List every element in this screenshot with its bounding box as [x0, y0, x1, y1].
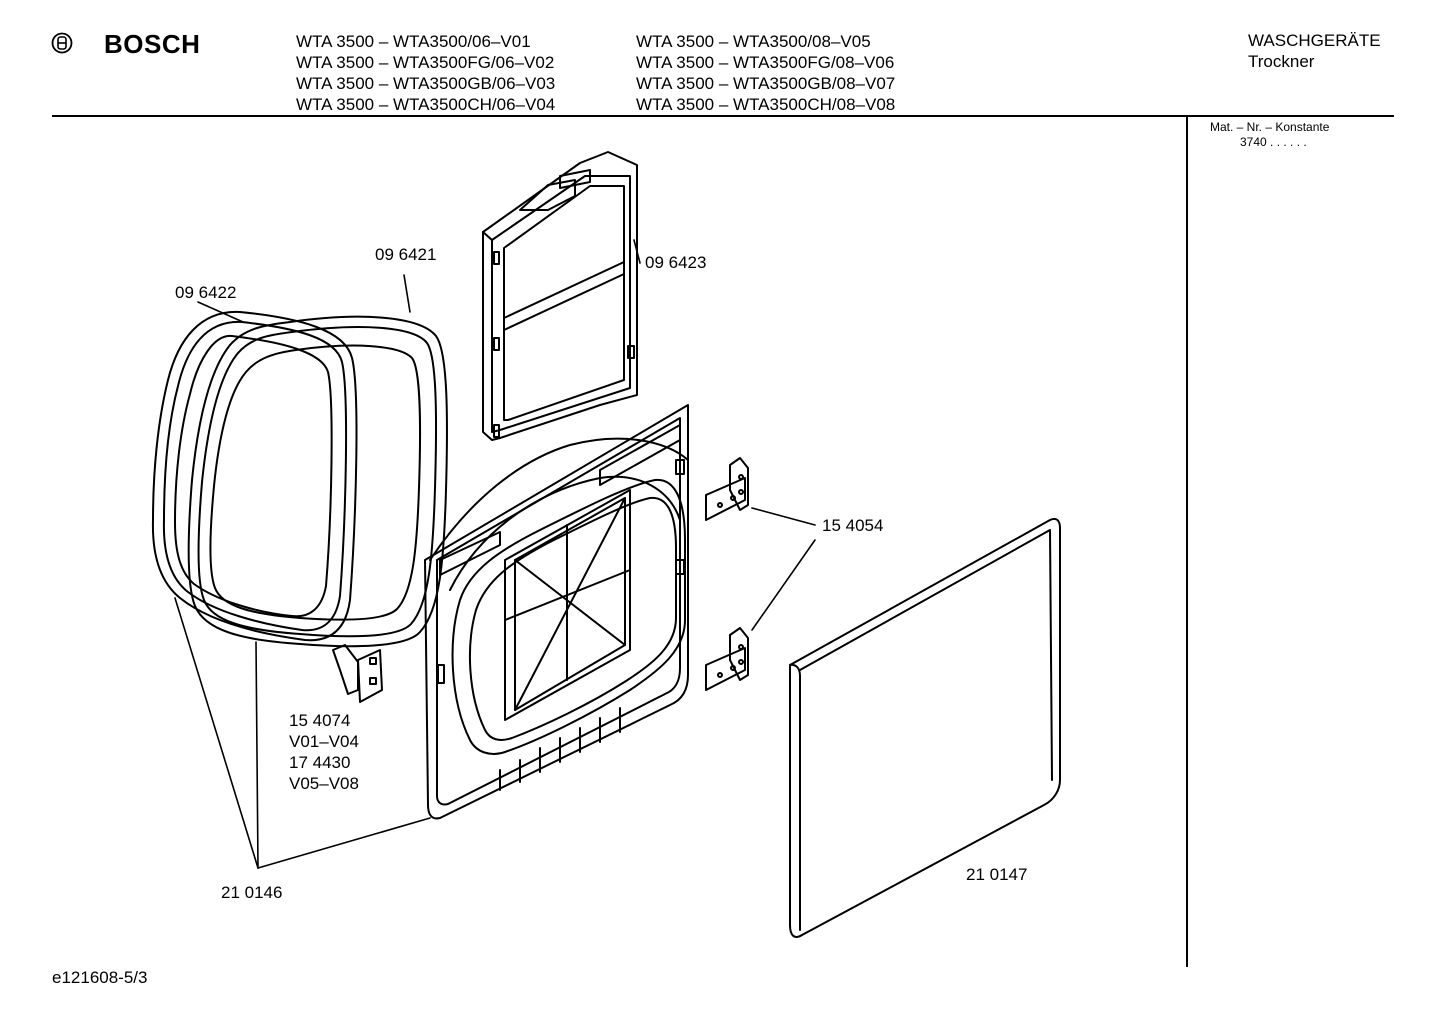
hinge-upper [705, 457, 749, 521]
door-inner-frame [424, 404, 689, 820]
model-line: WTA 3500 – WTA3500/08–V05 [636, 32, 871, 51]
model-list-left: WTA 3500 – WTA3500/06–V01 WTA 3500 – WTA… [296, 31, 555, 115]
part-label-154074: 15 4074 [289, 711, 351, 730]
bosch-logo-icon [51, 32, 73, 54]
header-divider [52, 115, 1394, 117]
part-variant-v01-v04: V01–V04 [289, 732, 359, 751]
material-number-label: Mat. – Nr. – Konstante [1210, 120, 1330, 134]
part-label-210146: 21 0146 [221, 883, 283, 902]
door-latch [332, 644, 383, 703]
hinge-lower [705, 627, 749, 691]
part-label-096422: 09 6422 [175, 283, 237, 302]
model-line: WTA 3500 – WTA3500FG/08–V06 [636, 53, 895, 72]
filter-frame [482, 151, 638, 441]
door-panel [789, 517, 1061, 938]
door-seal-outer [151, 310, 358, 642]
part-label-096423: 09 6423 [645, 253, 707, 272]
part-label-096421: 09 6421 [375, 245, 437, 264]
document-id: e121608-5/3 [52, 968, 148, 987]
model-line: WTA 3500 – WTA3500CH/06–V04 [296, 95, 556, 114]
door-seal-inner [187, 315, 448, 648]
material-number-value: 3740 . . . . . . [1240, 135, 1307, 149]
model-line: WTA 3500 – WTA3500CH/08–V08 [636, 95, 896, 114]
category-title: WASCHGERÄTE [1248, 31, 1381, 50]
part-label-174430: 17 4430 [289, 753, 351, 772]
model-list-right: WTA 3500 – WTA3500/08–V05 WTA 3500 – WTA… [636, 31, 895, 115]
sidebar-divider [1186, 117, 1188, 967]
model-line: WTA 3500 – WTA3500GB/06–V03 [296, 74, 556, 93]
model-line: WTA 3500 – WTA3500/06–V01 [296, 32, 531, 51]
part-variant-v05-v08: V05–V08 [289, 774, 359, 793]
leader-lines [174, 239, 816, 869]
part-label-210147: 21 0147 [966, 865, 1028, 884]
subcategory-title: Trockner [1248, 52, 1315, 71]
model-line: WTA 3500 – WTA3500GB/08–V07 [636, 74, 896, 93]
model-line: WTA 3500 – WTA3500FG/06–V02 [296, 53, 555, 72]
brand-name: BOSCH [104, 29, 201, 59]
part-label-154054: 15 4054 [822, 516, 884, 535]
